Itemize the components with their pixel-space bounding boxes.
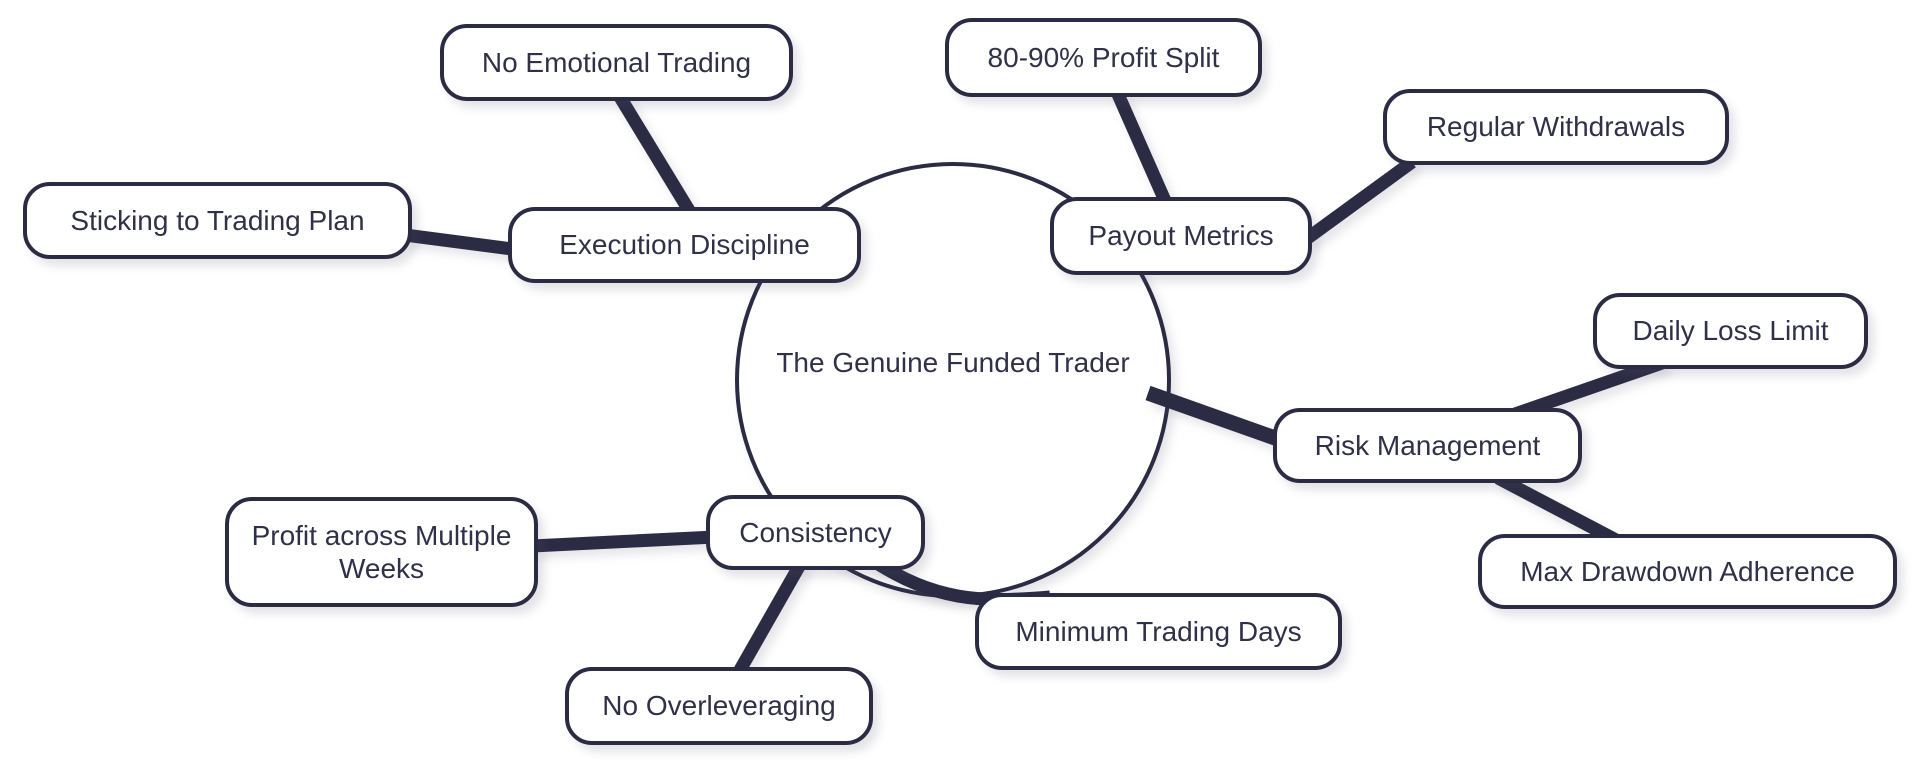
connector-execution-no-emotional: [614, 93, 696, 216]
node-profit-across-multiple-weeks: Profit across Multiple Weeks: [225, 497, 538, 607]
node-execution-discipline: Execution Discipline: [508, 207, 861, 283]
connector-execution-sticking: [404, 228, 521, 257]
node-consistency: Consistency: [706, 495, 925, 570]
node-profit-split: 80-90% Profit Split: [945, 18, 1262, 97]
node-sticking-to-trading-plan: Sticking to Trading Plan: [23, 182, 412, 259]
connector-payout-profit-split: [1111, 89, 1172, 206]
node-payout-metrics: Payout Metrics: [1050, 197, 1312, 275]
node-minimum-trading-days: Minimum Trading Days: [975, 593, 1342, 670]
node-no-overleveraging: No Overleveraging: [565, 667, 873, 745]
connector-payout-regular-withdrawals: [1301, 156, 1416, 246]
central-topic-label: The Genuine Funded Trader: [776, 347, 1130, 378]
node-daily-loss-limit: Daily Loss Limit: [1593, 293, 1868, 369]
connector-consistency-profit-weeks: [531, 530, 716, 553]
connector-risk-daily-loss: [1512, 355, 1668, 421]
node-max-drawdown-adherence: Max Drawdown Adherence: [1478, 534, 1897, 609]
connector-consistency-no-overleveraging: [734, 559, 807, 674]
connector-risk-max-drawdown: [1494, 472, 1622, 547]
node-no-emotional-trading: No Emotional Trading: [440, 24, 793, 101]
connector-center-risk-management: [1145, 385, 1295, 452]
node-regular-withdrawals: Regular Withdrawals: [1383, 89, 1729, 165]
node-risk-management: Risk Management: [1273, 408, 1582, 483]
